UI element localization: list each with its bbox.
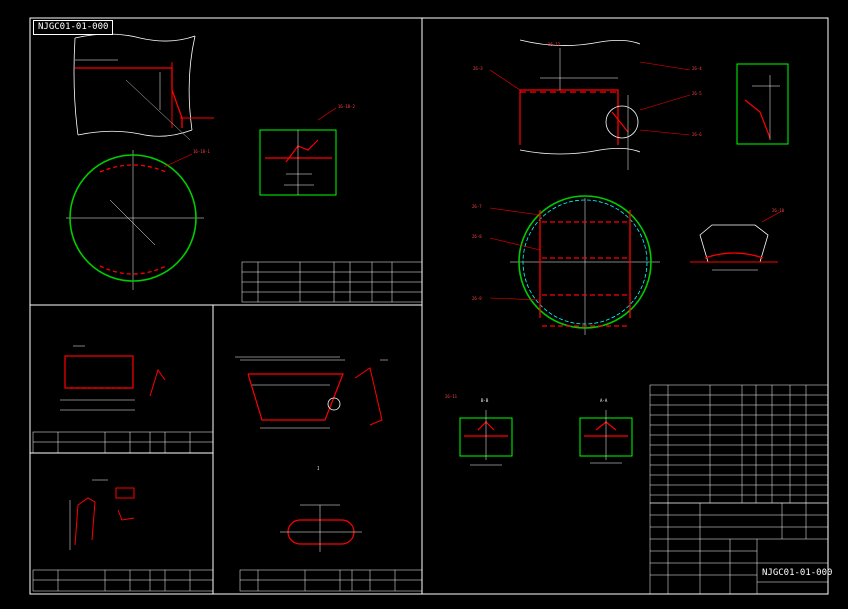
slot-view xyxy=(280,504,362,552)
balloon-right-1: 26-3 xyxy=(473,66,483,71)
parts-list-bl-2 xyxy=(32,569,214,592)
hopper-plate-view xyxy=(235,356,388,429)
detail-label-a-a: A-A xyxy=(600,398,608,403)
balloon-right-8: 26-10 xyxy=(772,208,785,213)
balloon-top-left: 16-18-1 xyxy=(193,149,210,154)
parts-list-bm xyxy=(239,569,423,592)
detail-label-i: I xyxy=(317,466,320,471)
drawing-number: NJGC01-01-000 xyxy=(762,568,833,578)
detail-view-right-top xyxy=(736,63,789,145)
detail-view-a xyxy=(579,410,633,464)
bracket-view xyxy=(69,479,135,550)
balloon-top-mid: 16-18-2 xyxy=(338,104,355,109)
detail-view-b xyxy=(459,410,513,466)
sheet-border xyxy=(29,17,829,595)
balloon-right-2: 26-4 xyxy=(692,66,702,71)
balloon-right-10: 26-12 xyxy=(548,42,561,47)
balloon-right-9: 26-11 xyxy=(445,394,458,399)
parts-list-top-left xyxy=(241,261,423,303)
detail-label-b-b: B-B xyxy=(481,398,489,403)
parts-list-bl-1 xyxy=(32,431,214,454)
cover-detail-view xyxy=(690,211,781,271)
balloon-right-4: 26-6 xyxy=(692,132,702,137)
main-circle-view xyxy=(489,195,660,335)
balloon-right-7: 26-9 xyxy=(472,296,482,301)
plate-view-1 xyxy=(60,345,166,411)
shell-partial-view xyxy=(73,33,214,141)
main-parts-list xyxy=(649,384,829,504)
title-block xyxy=(649,502,829,595)
balloon-right-3: 26-5 xyxy=(692,91,702,96)
main-front-view xyxy=(489,39,691,170)
detail-view-1 xyxy=(259,107,337,196)
shell-circle-view xyxy=(66,150,204,290)
sheet-code-label: NJGC01-01-000 xyxy=(33,20,114,35)
balloon-right-6: 26-8 xyxy=(472,234,482,239)
balloon-right-5: 26-7 xyxy=(472,204,482,209)
